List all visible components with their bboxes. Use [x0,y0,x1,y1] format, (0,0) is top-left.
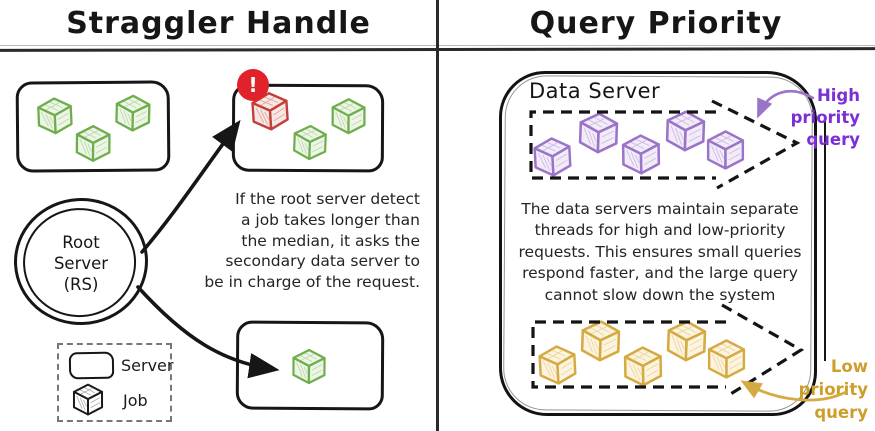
legend-server-label: Server [121,356,174,375]
straggler-explanation-text: If the root server detect a job takes lo… [204,190,420,292]
sketch-line [824,116,826,361]
high-priority-job-cube [617,131,666,180]
legend-job-cube [69,381,107,419]
job-cube [288,346,330,388]
healthy-server-box [15,80,171,173]
low-priority-job-cube [619,343,668,392]
high-priority-label: High priority query [790,86,860,149]
secondary-server-box [235,320,385,411]
alert-icon: ! [237,69,269,101]
straggler-server-box [231,83,385,173]
right-panel-title: Query Priority [529,6,783,41]
job-cube [327,95,370,138]
data-server-label: Data Server [529,79,661,103]
low-priority-job-cube [703,336,750,383]
job-cube [32,93,78,139]
low-priority-label: Low priority query [798,357,868,422]
job-cube [288,121,332,165]
priority-description-text: The data servers maintain separate threa… [518,200,802,304]
straggler-job-cube [246,87,295,136]
legend: Server Job [57,343,174,422]
job-cube [110,91,155,136]
panel-divider [436,0,439,431]
legend-server-shape [68,351,115,380]
root-server-label: Root Server (RS) [53,233,109,294]
job-cube [71,122,115,166]
left-panel-title: Straggler Handle [66,6,371,41]
high-priority-job-cube [702,127,749,174]
high-priority-job-cube [528,133,577,182]
legend-job-label: Job [123,391,148,410]
